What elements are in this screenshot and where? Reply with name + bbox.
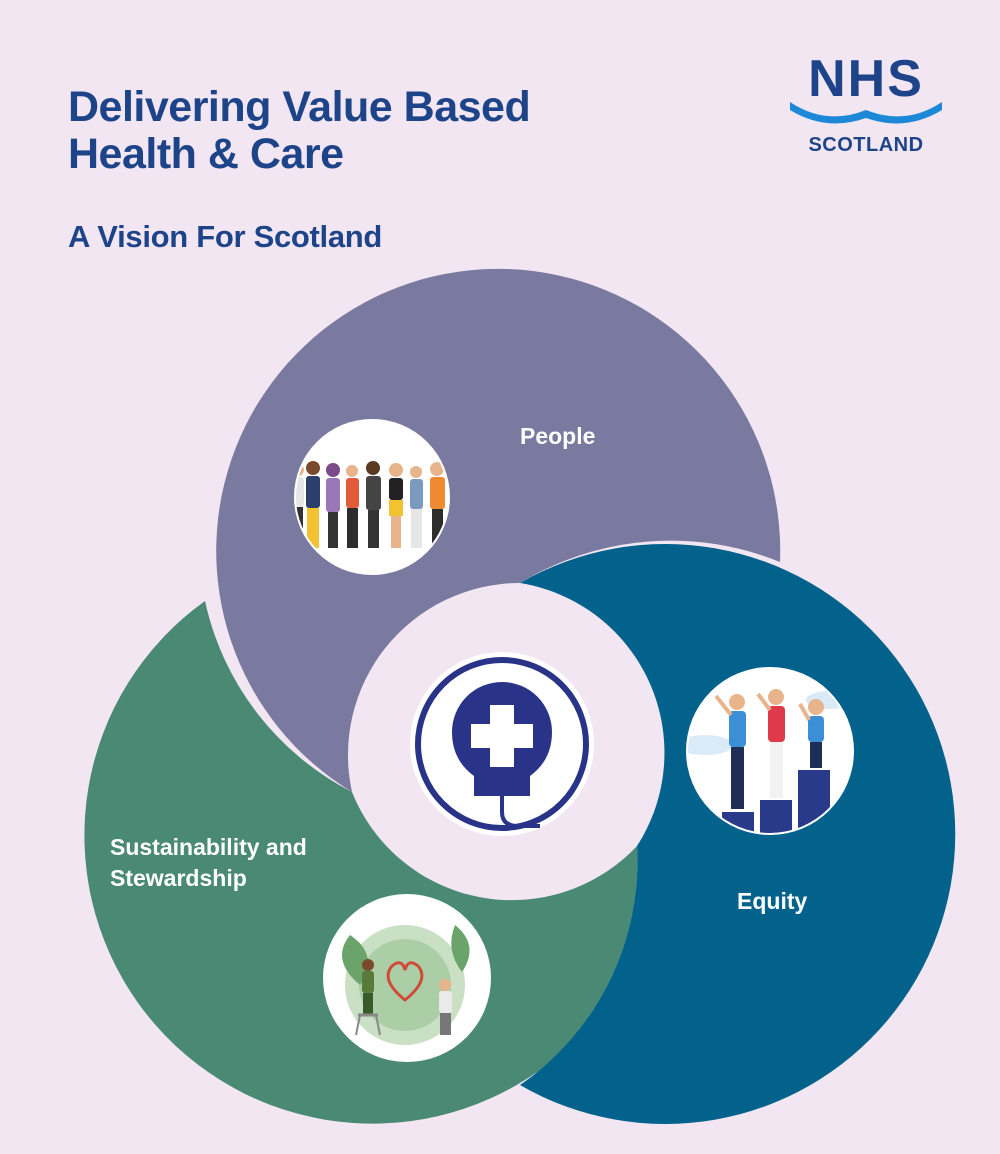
people-label: People [520,423,596,449]
logo-region: SCOTLAND [808,134,924,156]
person-figure-left [714,694,746,809]
person-figure-middle [756,689,785,798]
person-figure-4 [346,465,359,548]
heart-shape [386,961,424,1002]
nhs-scotland-logo: NHS SCOTLAND [786,52,946,162]
page-title: Delivering Value Based Health & Care [68,83,531,178]
podium-mid [760,800,792,833]
sustainability-illustration [323,894,491,1062]
logo-wave-icon [790,102,942,124]
people-illustration [294,419,450,575]
leaf-shape [342,935,368,985]
person-figure-8 [430,462,445,548]
logo-wordmark: NHS [808,50,924,108]
person-figure-right [798,699,824,768]
equity-segment [520,544,956,1124]
sustainability-segment [84,601,638,1124]
lightbulb-with-cross-icon [410,652,594,836]
equity-label: Equity [737,888,808,914]
sustainability-label: Sustainability and Stewardship [110,834,307,891]
person-painting [439,979,452,1035]
person-figure-6 [389,463,403,548]
person-figure-5 [366,461,381,548]
person-figure-7 [410,466,423,548]
people-segment [216,268,781,792]
person-on-ladder [355,959,381,1036]
page-subtitle: A Vision For Scotland [68,219,383,254]
equity-illustration [686,667,854,835]
person-figure-3 [326,463,340,548]
person-figure-2 [306,461,320,548]
